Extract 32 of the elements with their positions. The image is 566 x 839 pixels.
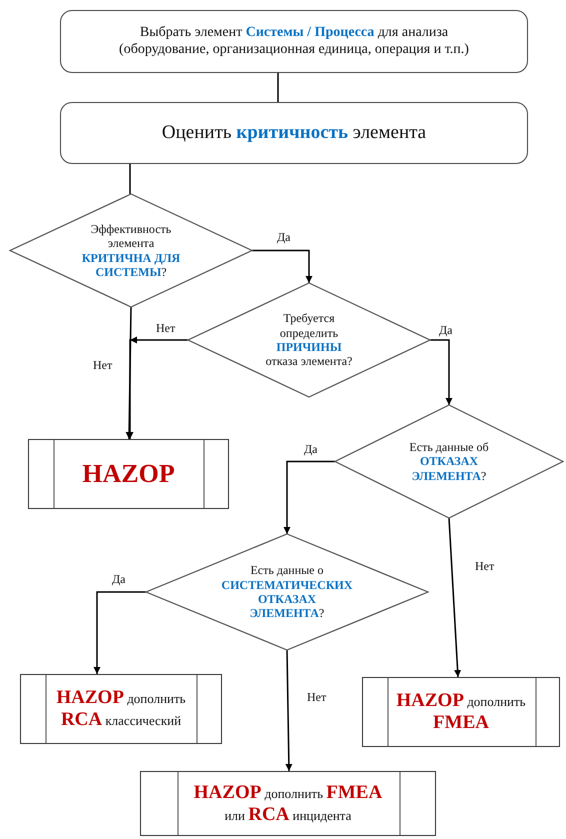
arrow <box>126 306 133 440</box>
predefined-process-box <box>20 674 222 744</box>
arrow <box>430 339 452 405</box>
arrow <box>252 250 312 283</box>
arrow <box>285 650 292 772</box>
method-text: HAZOP <box>81 459 176 489</box>
edge-label: Да <box>438 323 454 338</box>
decision-diamond <box>10 194 252 307</box>
decision-diamond <box>335 405 563 518</box>
method-text: HAZOP дополнить FMEA <box>395 690 527 734</box>
edge-label: Да <box>303 442 319 457</box>
process-box <box>60 102 528 164</box>
decision-diamond <box>188 283 430 397</box>
arrow <box>94 591 146 674</box>
arrow <box>129 336 188 439</box>
question-text: Есть данные о СИСТЕМАТИЧЕСКИХ ОТКАЗАХ ЭЛЕМЕНТА? <box>220 563 354 621</box>
predefined-process-box <box>28 439 229 509</box>
method-text: HAZOP дополнить RCA классический <box>55 687 187 731</box>
step-text: Оценить критичность элемента <box>160 122 428 144</box>
question-text: Эффективность элемента КРИТИЧНА ДЛЯ СИСТЕМЫ? <box>81 222 181 280</box>
predefined-process-box <box>140 771 436 836</box>
question-text: Есть данные об ОТКАЗАХ ЭЛЕМЕНТА? <box>408 440 490 484</box>
decision-diamond <box>146 534 428 650</box>
arrow <box>448 518 462 678</box>
arrow <box>284 460 335 534</box>
process-box <box>60 10 528 73</box>
step-text: Выбрать элемент Системы / Процесса для анализа (оборудование, организационная единица, операция и т.п.) <box>118 24 470 58</box>
edge-label: Да <box>111 572 127 587</box>
predefined-process-box <box>362 677 560 747</box>
method-text: HAZOP дополнить FMEA или RCA инцидента <box>192 782 384 826</box>
edge-label: Да <box>276 230 292 245</box>
question-text: Требуется определить ПРИЧИНЫ отказа элемента? <box>264 311 354 369</box>
